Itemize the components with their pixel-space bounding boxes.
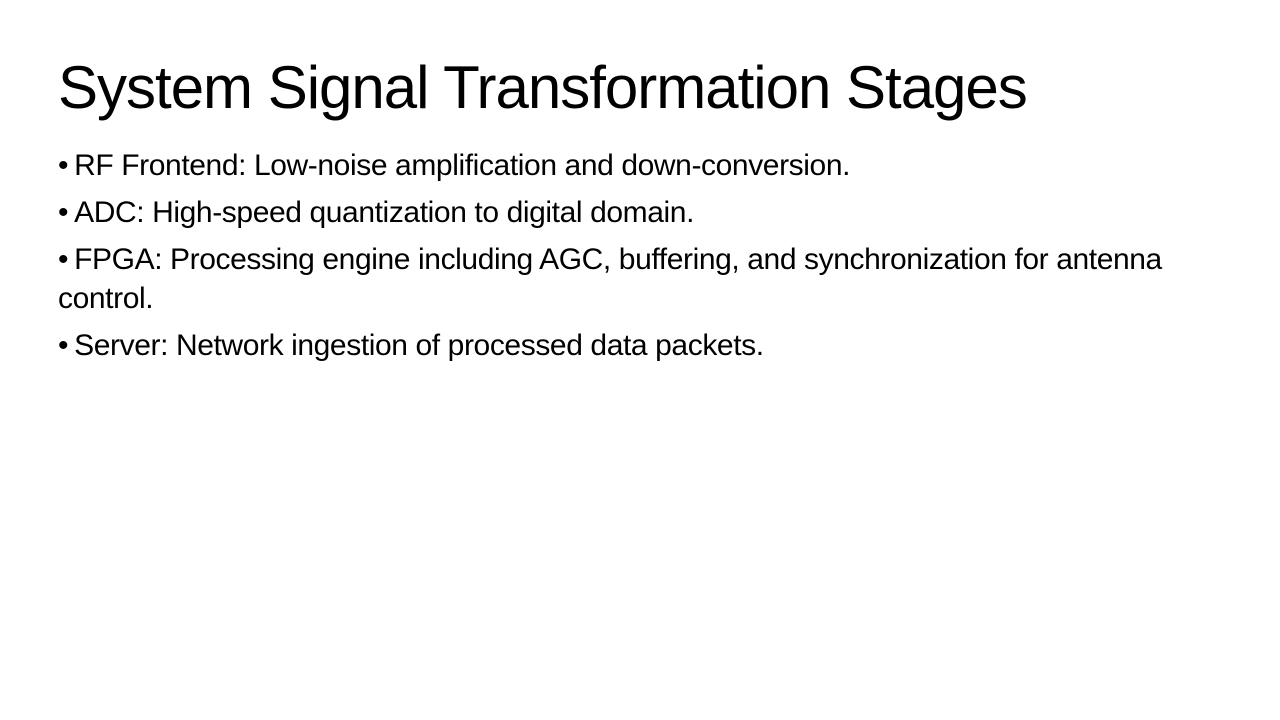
bullet-dot-icon: • xyxy=(58,329,69,362)
bullet-list: •RF Frontend: Low-noise amplification an… xyxy=(58,146,1222,373)
bullet-dot-icon: • xyxy=(58,196,69,229)
bullet-item-rf-frontend: •RF Frontend: Low-noise amplification an… xyxy=(58,146,1222,185)
bullet-item-server: •Server: Network ingestion of processed … xyxy=(58,326,1222,365)
bullet-text: RF Frontend: Low-noise amplification and… xyxy=(74,149,851,182)
bullet-item-adc: •ADC: High-speed quantization to digital… xyxy=(58,193,1222,232)
bullet-dot-icon: • xyxy=(58,149,69,182)
bullet-item-fpga: •FPGA: Processing engine including AGC, … xyxy=(58,240,1222,318)
bullet-text: FPGA: Processing engine including AGC, b… xyxy=(58,243,1162,315)
slide-title: System Signal Transformation Stages xyxy=(58,54,1028,121)
bullet-dot-icon: • xyxy=(58,243,69,276)
bullet-text: ADC: High-speed quantization to digital … xyxy=(74,196,695,229)
bullet-text: Server: Network ingestion of processed d… xyxy=(74,329,764,362)
